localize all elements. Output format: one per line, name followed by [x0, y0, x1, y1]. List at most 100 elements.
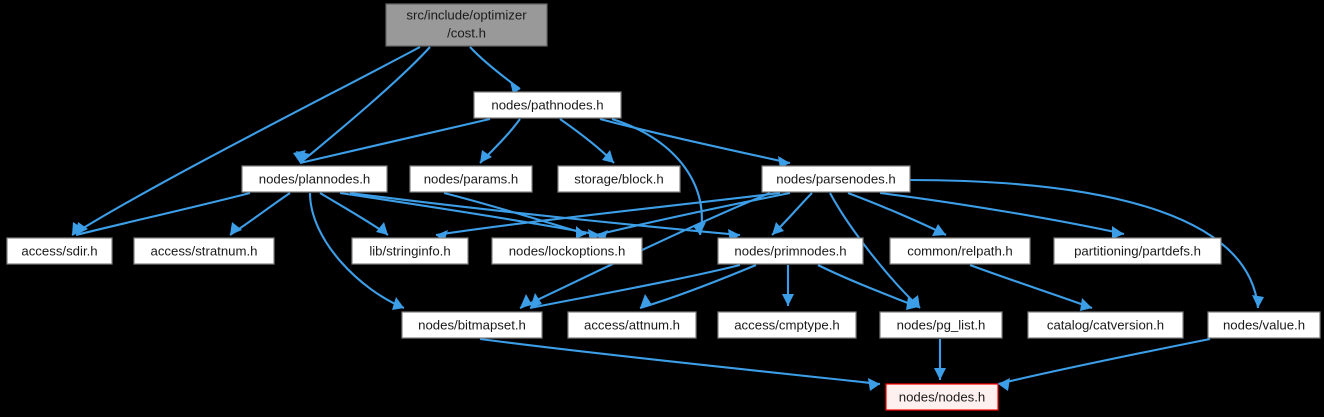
arrowhead-icon — [520, 294, 532, 308]
edge-line — [599, 117, 791, 165]
graph-node-partdefs[interactable]: partitioning/partdefs.h — [1053, 237, 1222, 265]
edge-line — [71, 46, 421, 236]
graph-node-nodes[interactable]: nodes/nodes.h — [885, 383, 999, 411]
edge-pg_list-to-nodes — [934, 339, 946, 380]
graph-node-pg_list[interactable]: nodes/pg_list.h — [879, 311, 1003, 339]
arrowhead-icon — [296, 151, 310, 163]
edge-line — [639, 264, 757, 310]
graph-node-block[interactable]: storage/block.h — [557, 165, 681, 193]
graph-node-value[interactable]: nodes/value.h — [1207, 311, 1321, 339]
edge-line — [443, 191, 587, 236]
graph-node-sdir[interactable]: access/sdir.h — [6, 237, 113, 265]
node-box[interactable] — [557, 165, 681, 193]
graph-node-primnodes[interactable]: nodes/primnodes.h — [717, 237, 864, 265]
edge-line — [308, 192, 405, 309]
edge-parsenodes-to-primnodes — [771, 192, 813, 236]
graph-node-cost[interactable]: src/include/optimizer/cost.h — [385, 3, 548, 47]
edge-value-to-nodes — [997, 337, 1211, 391]
edge-plannodes-to-sdir — [75, 191, 251, 237]
edge-line — [299, 117, 491, 165]
edge-parsenodes-to-partdefs — [879, 191, 1125, 239]
edges-layer — [71, 46, 1264, 391]
edge-line — [829, 192, 921, 309]
edge-plannodes-to-stringinfo — [319, 192, 389, 236]
graph-node-pathnodes[interactable]: nodes/pathnodes.h — [473, 91, 622, 119]
graph-node-plannodes[interactable]: nodes/plannodes.h — [241, 165, 388, 193]
edge-line — [611, 117, 703, 236]
arrowhead-icon — [998, 378, 1010, 391]
arrowhead-icon — [640, 294, 652, 308]
arrowhead-icon — [782, 294, 794, 306]
arrowhead-icon — [576, 226, 586, 239]
node-box[interactable] — [717, 237, 864, 265]
arrowhead-icon — [1252, 295, 1264, 308]
arrowhead-icon — [392, 297, 404, 310]
edge-cost-to-sdir — [71, 46, 421, 236]
node-box[interactable] — [241, 165, 388, 193]
arrowhead-icon — [932, 224, 946, 236]
graph-node-stratnum[interactable]: access/stratnum.h — [133, 237, 275, 265]
node-box[interactable] — [401, 311, 543, 339]
edge-line — [479, 337, 881, 386]
arrowhead-icon — [230, 222, 242, 235]
edge-primnodes-to-attnum — [639, 264, 757, 310]
graph-node-relpath[interactable]: common/relpath.h — [889, 237, 1031, 265]
edge-parsenodes-to-relpath — [847, 192, 947, 236]
graph-node-lockoptions[interactable]: nodes/lockoptions.h — [491, 237, 643, 265]
arrowhead-icon — [772, 222, 784, 235]
edge-primnodes-to-cmptype — [782, 265, 794, 306]
node-box[interactable] — [351, 237, 469, 265]
arrowhead-icon — [906, 297, 918, 310]
edge-line — [997, 337, 1211, 386]
arrowhead-icon — [908, 295, 920, 308]
graph-node-bitmapset[interactable]: nodes/bitmapset.h — [401, 311, 543, 339]
edge-pathnodes-to-parsenodes — [599, 117, 791, 168]
edge-bitmapset-to-nodes — [479, 337, 881, 391]
edge-line — [969, 264, 1093, 309]
edge-parsenodes-to-value — [907, 178, 1264, 309]
graph-node-cmptype[interactable]: access/cmptype.h — [717, 311, 857, 339]
edge-parsenodes-to-pg_list — [829, 192, 921, 309]
graph-node-parsenodes[interactable]: nodes/parsenodes.h — [761, 165, 911, 193]
node-box[interactable] — [491, 237, 643, 265]
edge-primnodes-to-pg_list — [817, 264, 919, 310]
node-box[interactable] — [761, 165, 911, 193]
node-box[interactable] — [473, 91, 622, 119]
edge-line — [349, 191, 741, 237]
node-box[interactable] — [1207, 311, 1321, 339]
edge-primnodes-to-bitmapset — [529, 263, 741, 310]
node-box[interactable] — [1027, 311, 1184, 339]
edge-line — [817, 264, 919, 308]
node-box[interactable] — [133, 237, 275, 265]
graph-node-catversion[interactable]: catalog/catversion.h — [1027, 311, 1184, 339]
edge-line — [907, 178, 1260, 309]
edge-pathnodes-to-params — [479, 118, 521, 164]
arrowhead-icon — [602, 150, 614, 163]
arrowhead-icon — [480, 150, 492, 163]
edge-parsenodes-to-lockoptions — [595, 191, 791, 242]
arrowhead-icon — [934, 368, 946, 380]
edge-pathnodes-to-block — [559, 118, 615, 164]
arrowhead-icon — [1112, 226, 1124, 239]
arrowhead-icon — [76, 222, 88, 235]
node-box[interactable] — [1053, 237, 1222, 265]
edge-line — [299, 46, 431, 164]
edge-line — [75, 191, 251, 237]
graph-node-attnum[interactable]: access/attnum.h — [567, 311, 697, 339]
node-box[interactable] — [6, 237, 113, 265]
edge-plannodes-to-primnodes — [349, 191, 741, 242]
node-box[interactable] — [385, 3, 548, 47]
edge-line — [879, 191, 1125, 236]
node-box[interactable] — [889, 237, 1031, 265]
node-box[interactable] — [879, 311, 1003, 339]
node-box[interactable] — [409, 165, 533, 193]
graph-node-params[interactable]: nodes/params.h — [409, 165, 533, 193]
graph-node-stringinfo[interactable]: lib/stringinfo.h — [351, 237, 469, 265]
edge-pathnodes-to-plannodes — [296, 117, 491, 165]
node-box[interactable] — [717, 311, 857, 339]
edge-line — [435, 191, 781, 237]
edge-cost-to-pathnodes — [469, 46, 521, 94]
node-box[interactable] — [885, 383, 999, 411]
node-box[interactable] — [567, 311, 697, 339]
